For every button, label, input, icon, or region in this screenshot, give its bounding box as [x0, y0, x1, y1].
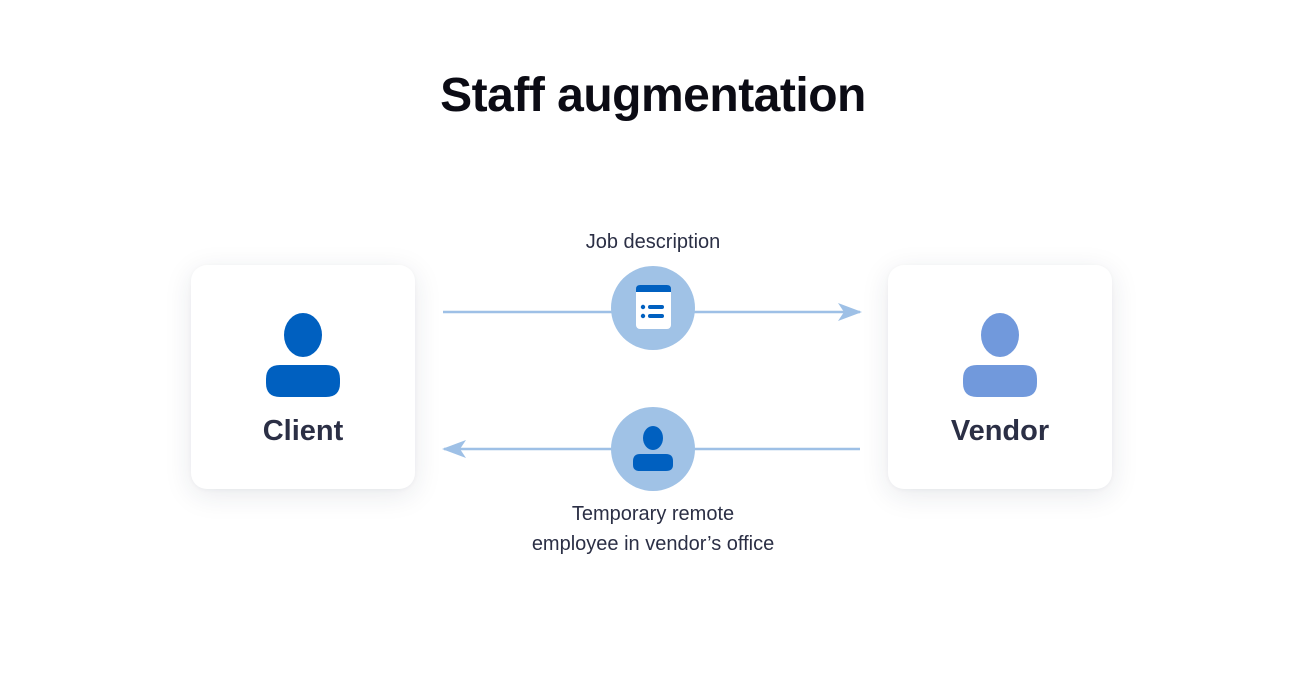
- document-list-icon: [636, 285, 671, 329]
- remote-employee-caption: Temporary remote employee in vendor’s of…: [453, 499, 853, 559]
- job-description-caption: Job description: [585, 231, 721, 253]
- remote-employee-caption-line1: Temporary remote: [571, 503, 735, 525]
- remote-employee-caption-line2: employee in vendor’s office: [531, 533, 775, 555]
- diagram-title: Staff augmentation: [440, 69, 866, 122]
- client-label: Client: [262, 415, 344, 447]
- person-icon: [633, 426, 673, 471]
- vendor-label: Vendor: [950, 415, 1050, 447]
- vendor-card: Vendor: [888, 265, 1112, 489]
- person-icon: [266, 313, 340, 397]
- client-card: Client: [191, 265, 415, 489]
- person-icon: [963, 313, 1037, 397]
- remote-employee-bubble: [611, 407, 695, 491]
- job-description-bubble: [611, 266, 695, 350]
